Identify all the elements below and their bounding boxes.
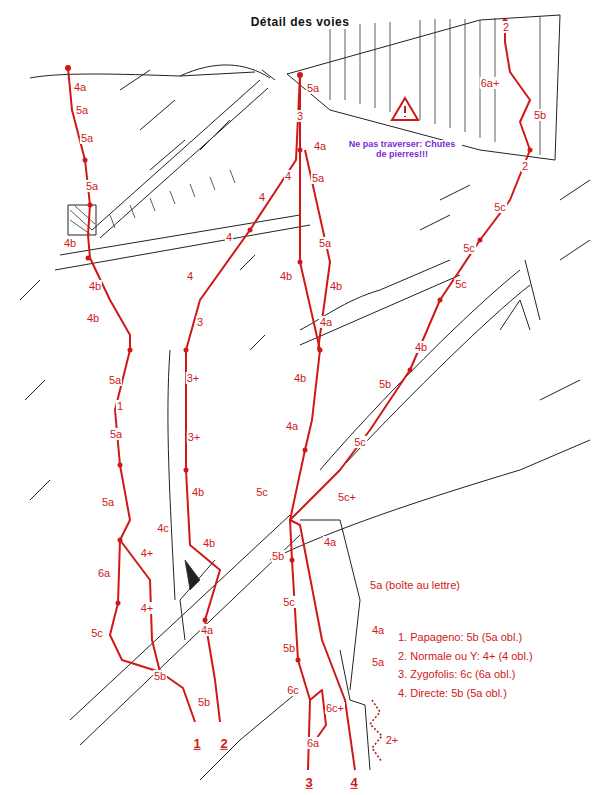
grade-label: 4b (202, 537, 216, 549)
grade-label: 6c (286, 684, 300, 696)
grade-label: 4a (285, 420, 299, 432)
grade-label: 5a (101, 496, 115, 508)
grade-label: 4 (225, 231, 233, 243)
grade-label: 4b (279, 270, 293, 282)
grade-label: 4b (191, 486, 205, 498)
route-number: 3 (304, 776, 313, 790)
grade-label: 5b (378, 378, 392, 390)
route-legend-line: 2. Normale ou Y: 4+ (4 obl.) (397, 650, 534, 662)
grade-label: 4 (186, 270, 194, 282)
grade-label: 4 (258, 191, 266, 203)
grade-label: 6c+ (325, 702, 345, 714)
grade-label: 4b (329, 280, 343, 292)
grade-label: 4b (86, 312, 100, 324)
grade-label: 5a (109, 428, 123, 440)
grade-label: 5b (153, 670, 167, 682)
grade-label: 4a (200, 624, 214, 636)
route-number: 1 (192, 737, 201, 751)
grade-label: 5c (90, 627, 104, 639)
route-legend-line: 1. Papageno: 5b (5a obl.) (397, 631, 523, 643)
grade-label: 4c (156, 522, 170, 534)
grade-label: 5c+ (337, 491, 357, 503)
page-title: Détail des voies (249, 15, 352, 29)
route-legend-line: 3. Zygofolis: 6c (6a obl.) (397, 668, 516, 680)
grade-label: 4+ (140, 547, 155, 559)
grade-label: 5a (306, 82, 320, 94)
grade-label: 5c (462, 242, 476, 254)
grade-label: 5c (454, 278, 468, 290)
grade-label: 5a (318, 237, 332, 249)
grade-label: 5a (371, 656, 385, 668)
grade-label: 5c (493, 201, 507, 213)
grade-label: 3 (196, 316, 204, 328)
route-number: 1 (116, 400, 124, 412)
grade-label: 5b (533, 109, 547, 121)
grade-label: 5b (197, 696, 211, 708)
grade-label: 5a (85, 180, 99, 192)
grade-label: 5c (353, 436, 367, 448)
grade-label: 5a (boîte au lettre) (369, 579, 461, 591)
grade-label: 4a (371, 624, 385, 636)
grade-label: 5a (311, 172, 325, 184)
grade-label: 5c (282, 596, 296, 608)
grade-label: 5a (108, 374, 122, 386)
grade-label: 6a+ (480, 77, 501, 89)
grade-label: 5a (75, 104, 89, 116)
grade-label: 5c (255, 486, 269, 498)
grade-label: 4a (319, 316, 333, 328)
grade-label: 6a (306, 737, 320, 749)
grade-label: 4 (284, 170, 292, 182)
grade-label: 2+ (385, 734, 400, 746)
grade-label: 4b (63, 237, 77, 249)
grade-label: 3+ (187, 431, 202, 443)
route-number: 4 (349, 776, 358, 790)
grade-label: 3+ (186, 372, 201, 384)
grade-label: 4a (73, 81, 87, 93)
grade-label: 5b (271, 550, 285, 562)
grade-label: 5b (282, 642, 296, 654)
grade-label: 4b (88, 280, 102, 292)
grade-label: 4a (323, 536, 337, 548)
grade-label: 4b (293, 372, 307, 384)
grade-label: 2 (521, 160, 529, 172)
warning-note: Ne pas traverser: Chutes de pierres!!! (342, 140, 462, 160)
grade-label: 6a (97, 567, 111, 579)
grade-label: 4b (414, 341, 428, 353)
route-legend-line: 4. Directe: 5b (5a obl.) (397, 687, 508, 699)
grade-label: 5a (80, 132, 94, 144)
grade-label: 3 (296, 110, 304, 122)
grade-label: 2 (502, 21, 510, 33)
grade-label: 4a (313, 140, 327, 152)
grade-label: 4+ (140, 602, 155, 614)
route-number: 2 (219, 737, 228, 751)
